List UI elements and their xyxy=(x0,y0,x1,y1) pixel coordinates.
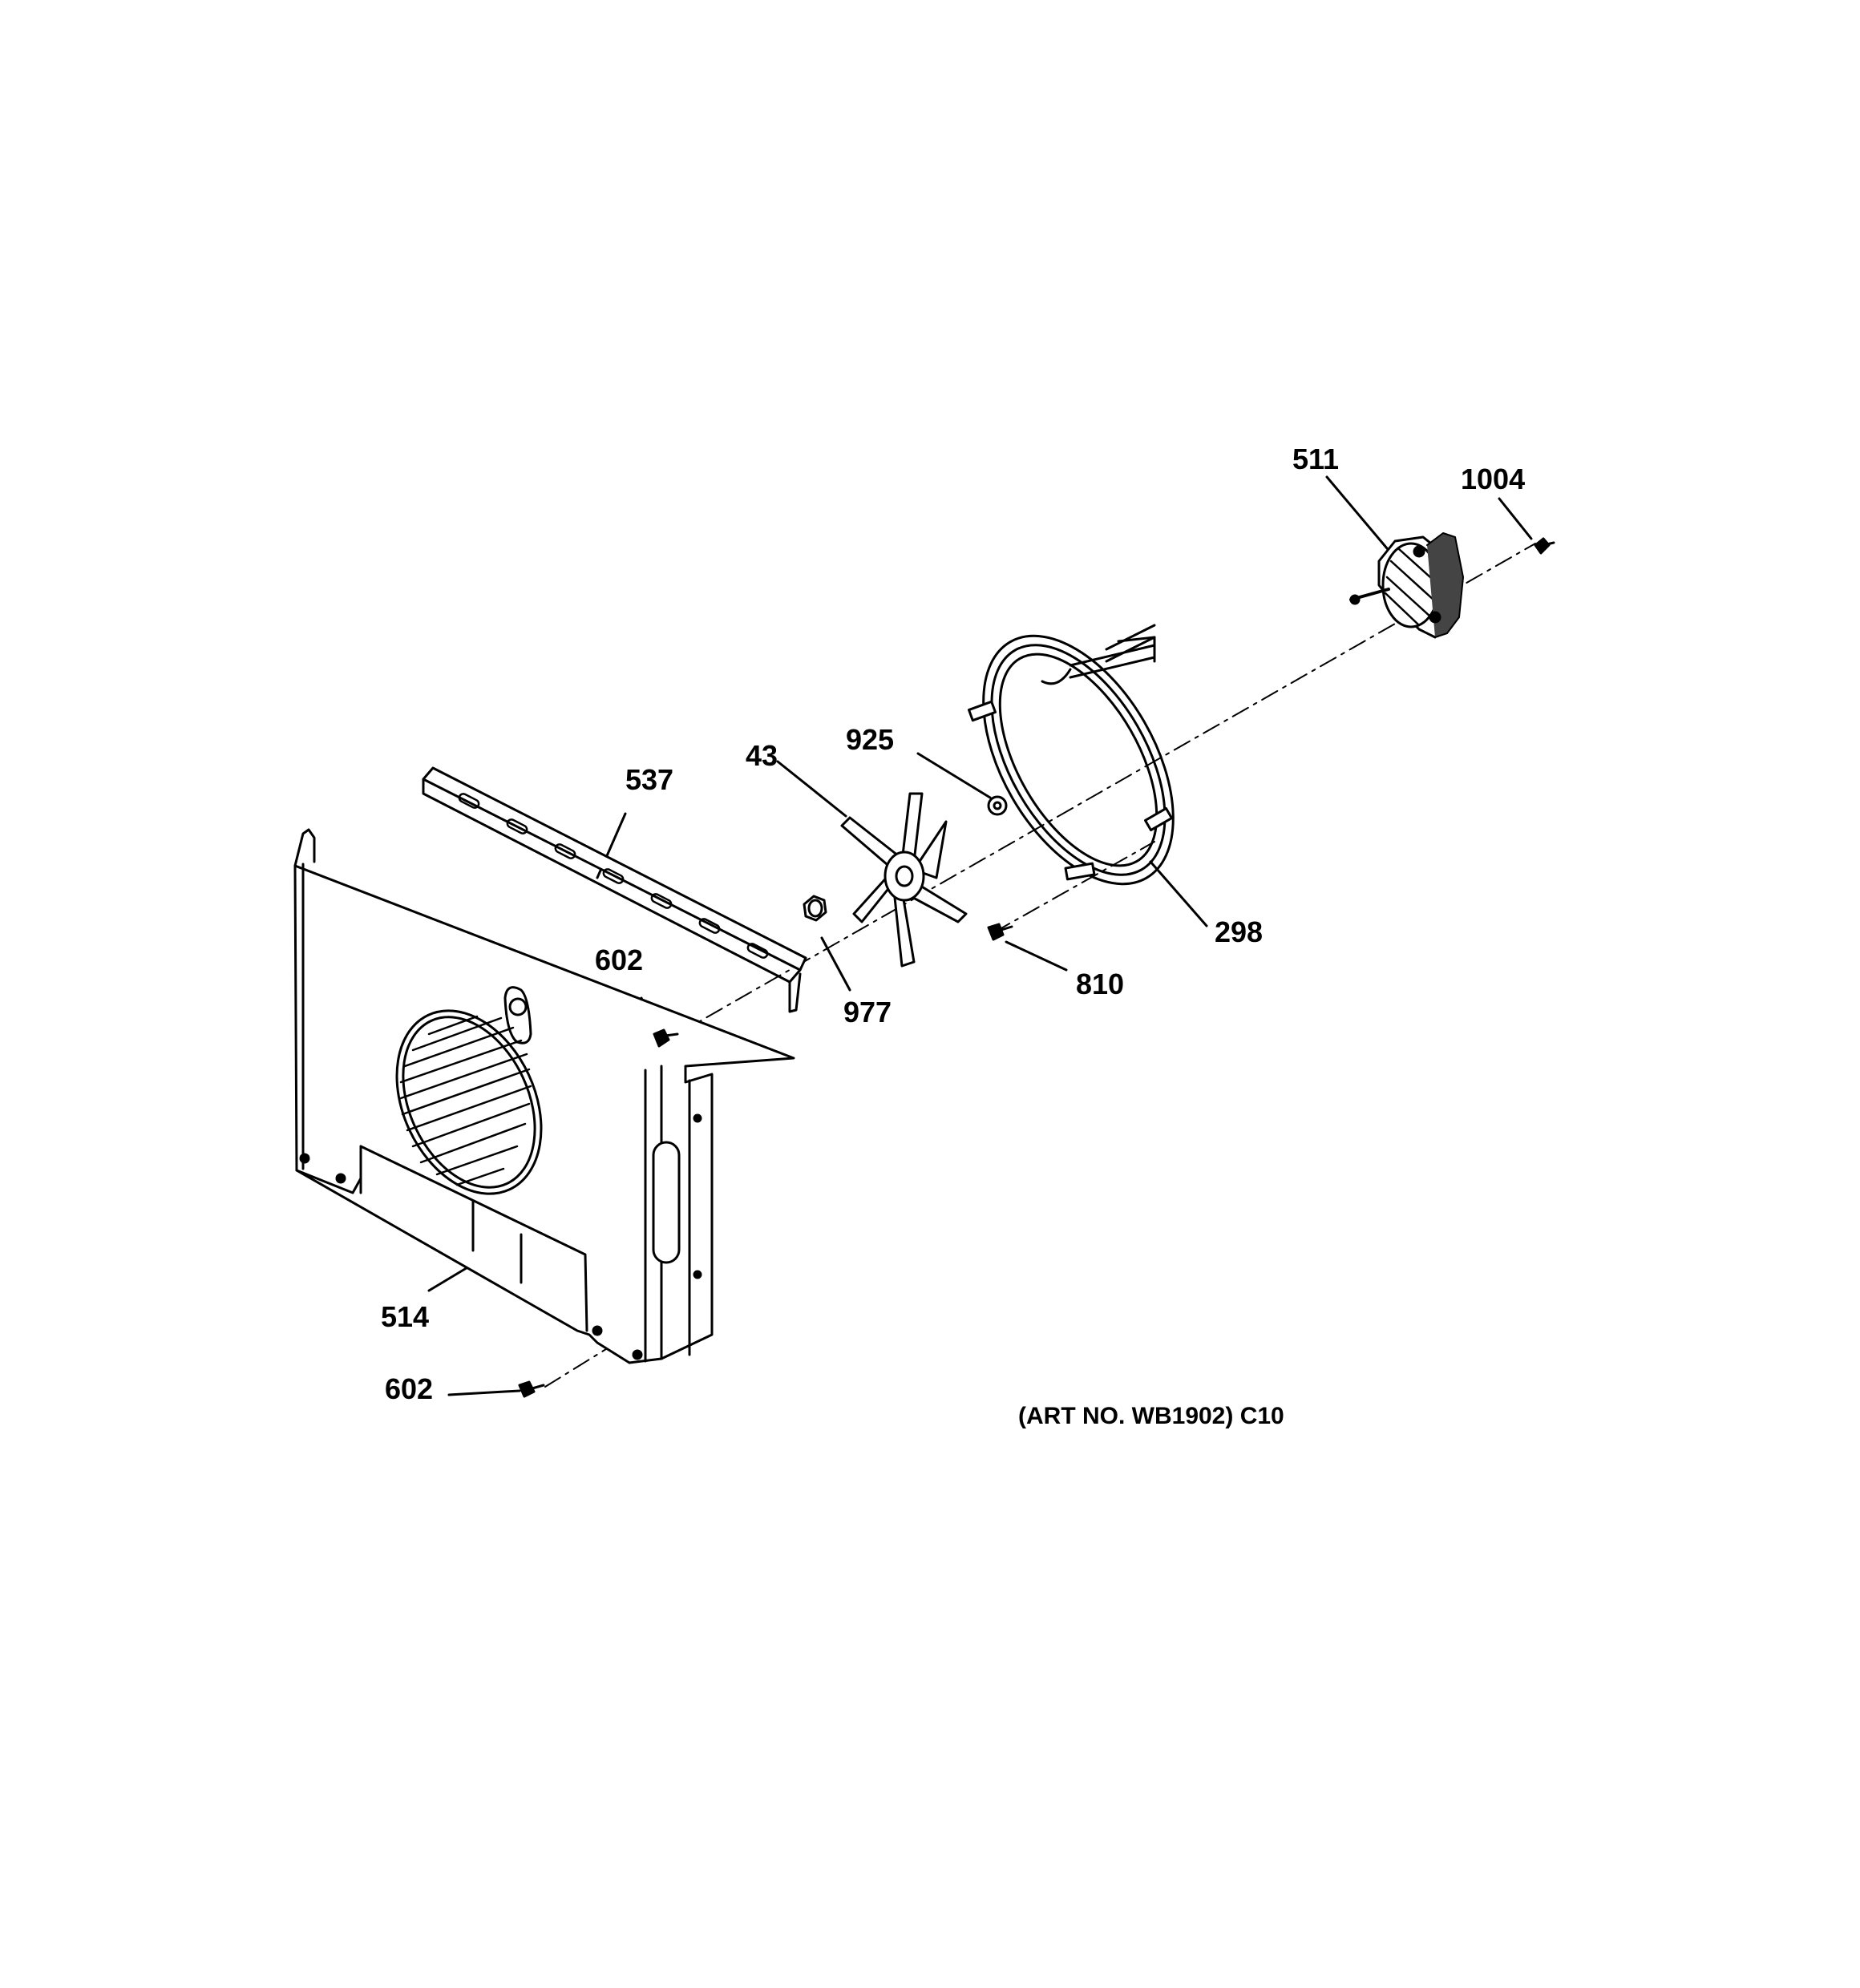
hub-nut-977 xyxy=(803,895,827,922)
rear-baffle-panel xyxy=(293,828,795,1364)
fan-blade-43 xyxy=(840,792,968,968)
label-298: 298 xyxy=(1215,915,1264,948)
leader-lines xyxy=(427,475,1533,1396)
label-514: 514 xyxy=(381,1300,430,1333)
label-602-upper: 602 xyxy=(595,943,644,976)
screw-1004 xyxy=(1534,537,1555,555)
fan-motor-511 xyxy=(1349,532,1464,639)
label-977: 977 xyxy=(843,996,892,1028)
heating-element-298 xyxy=(968,624,1175,886)
label-537: 537 xyxy=(625,763,674,796)
label-511: 511 xyxy=(1292,442,1340,475)
washer-925 xyxy=(987,795,1008,816)
label-925: 925 xyxy=(846,723,895,756)
label-43: 43 xyxy=(746,739,778,772)
label-810: 810 xyxy=(1076,968,1125,1000)
top-bracket xyxy=(422,766,807,1013)
assembly-axis xyxy=(544,543,1536,1388)
screw-602-lower xyxy=(518,1380,545,1398)
screw-810 xyxy=(987,923,1013,941)
label-1004: 1004 xyxy=(1461,463,1526,495)
label-602-lower: 602 xyxy=(385,1372,434,1405)
screw-602-upper xyxy=(653,1028,679,1048)
art-number-caption: (ART NO. WB1902) C10 xyxy=(1018,1403,1284,1429)
